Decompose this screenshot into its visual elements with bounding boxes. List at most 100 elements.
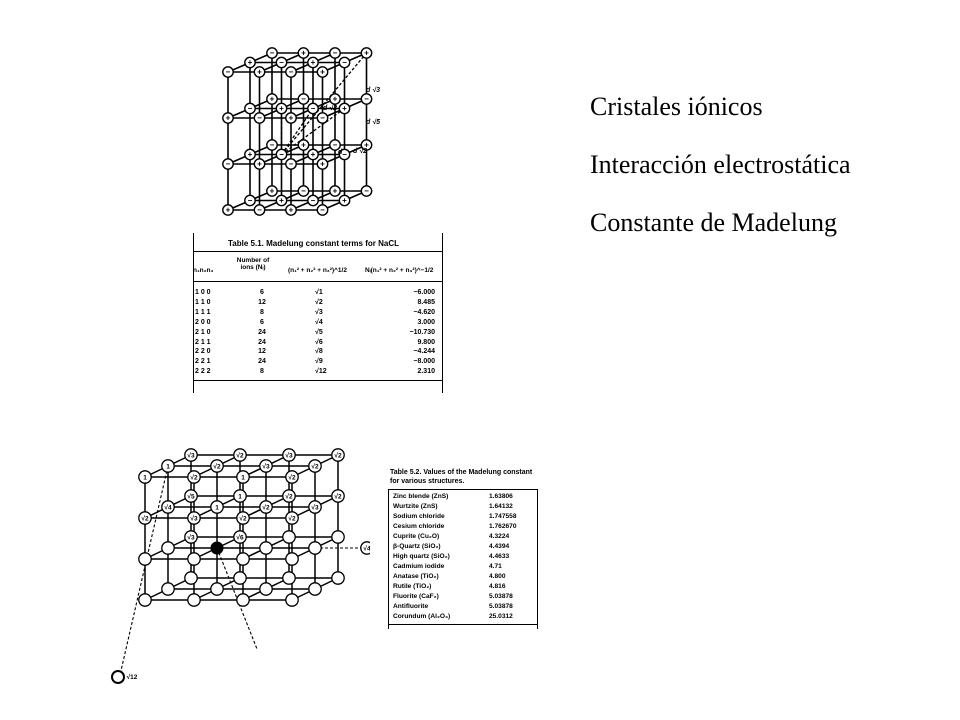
svg-text:+: + xyxy=(248,58,253,67)
ion-node: − xyxy=(297,93,310,105)
ion-node: + xyxy=(275,194,288,207)
table-cell-ni: 24 xyxy=(258,328,266,336)
ion-node: − xyxy=(285,66,297,78)
distance-label: 1 xyxy=(166,463,170,470)
ion-node: − xyxy=(360,185,373,197)
table-cell-sq: √2 xyxy=(315,298,323,306)
ion-node: − xyxy=(360,93,373,105)
table-cell-sq: √8 xyxy=(315,348,323,356)
svg-text:−: − xyxy=(342,58,347,67)
ion-node: + xyxy=(338,194,351,207)
table-cell-term: 3.000 xyxy=(417,318,435,326)
table-caption: Table 5.1. Madelung constant terms for N… xyxy=(228,239,399,248)
ion-node: + xyxy=(275,102,288,115)
svg-text:+: + xyxy=(320,160,325,169)
corner-node xyxy=(111,670,125,684)
table-cell-n: 1 1 1 xyxy=(195,308,211,316)
table-rule xyxy=(193,380,443,381)
lattice-node xyxy=(184,448,198,462)
ion-node: − xyxy=(307,194,319,207)
lattice-node xyxy=(184,530,198,544)
distance-label: √6 xyxy=(236,533,244,541)
table-row: 2 2 2 8 √12 2.310 xyxy=(193,368,443,377)
structure-name: Rutile (TiO₂) xyxy=(393,583,432,590)
lattice-node xyxy=(285,593,299,607)
ion-node: − xyxy=(222,66,234,78)
distance-label: √2 xyxy=(288,514,296,522)
ion-node: + xyxy=(360,139,373,151)
svg-text:−: − xyxy=(279,58,284,67)
table-border xyxy=(193,233,443,393)
table-cell-term: 2.310 xyxy=(417,368,435,376)
distance-label: 1 xyxy=(238,493,242,500)
structure-name: Sodium chloride xyxy=(393,513,445,520)
ion-node: + xyxy=(266,93,278,105)
table-cell-n: 2 0 0 xyxy=(195,318,211,326)
ion-node: − xyxy=(266,47,278,59)
distance-label: √2 xyxy=(236,451,244,459)
label-d-root5: d √5 xyxy=(366,118,380,126)
table-rule xyxy=(193,251,443,252)
svg-text:−: − xyxy=(333,141,338,150)
lattice-node xyxy=(138,511,152,525)
svg-text:−: − xyxy=(257,206,262,215)
label-d: d xyxy=(338,149,343,156)
header-n: n₁n₂n₃ xyxy=(193,267,214,274)
svg-text:+: + xyxy=(301,141,306,150)
madelung-value: 4.816 xyxy=(489,583,506,590)
distance-label: √2 xyxy=(334,451,342,459)
table-row: Anatase (TiO₂)4.800 xyxy=(389,572,537,582)
table-cell-sq: √12 xyxy=(315,368,327,376)
table-rule xyxy=(389,489,537,490)
distance-label: √3 xyxy=(262,462,270,470)
lattice-node xyxy=(236,511,250,525)
table-cell-ni: 8 xyxy=(260,368,264,376)
svg-text:−: − xyxy=(320,114,325,123)
table-cell-n: 2 2 2 xyxy=(195,368,211,376)
table-row: Zinc blende (ZnS)1.63806 xyxy=(389,492,537,502)
structure-name: High quartz (SiO₂) xyxy=(393,553,450,560)
svg-text:−: − xyxy=(257,114,262,123)
ion-node: + xyxy=(244,148,256,161)
ion-node: + xyxy=(297,139,310,151)
table-rule xyxy=(193,281,443,282)
ion-node: − xyxy=(275,148,288,161)
ion-node: + xyxy=(244,56,256,69)
ion-node: + xyxy=(360,47,373,59)
lattice-node xyxy=(285,470,299,484)
table-cell-term: 9.800 xyxy=(417,338,435,346)
label-d-root2-top: d √2 xyxy=(323,104,337,112)
structure-name: Fluorite (CaF₂) xyxy=(393,593,439,600)
ray-end-node xyxy=(360,541,370,555)
ion-node: + xyxy=(338,102,351,115)
svg-text:−: − xyxy=(270,141,275,150)
madelung-value: 25.0312 xyxy=(489,613,513,620)
bullet-ionic-crystals: Cristales iónicos xyxy=(590,92,763,121)
table-cell-n: 2 2 1 xyxy=(195,358,211,366)
table-cell-n: 2 1 1 xyxy=(195,338,211,346)
ion-node: − xyxy=(316,112,329,124)
lattice-node xyxy=(138,552,152,566)
svg-text:−: − xyxy=(311,196,316,205)
table-row: High quartz (SiO₂)4.4633 xyxy=(389,552,537,562)
svg-text:−: − xyxy=(301,95,306,104)
svg-text:+: + xyxy=(279,104,284,113)
table-cell-sq: √4 xyxy=(315,318,323,326)
ion-node: + xyxy=(316,66,329,78)
ion-node: − xyxy=(297,185,310,197)
svg-text:+: + xyxy=(289,206,294,215)
lattice-node xyxy=(331,571,345,585)
svg-text:+: + xyxy=(301,49,306,58)
madelung-value: 1.64132 xyxy=(489,503,513,510)
ion-node: − xyxy=(253,112,266,124)
lattice-node xyxy=(210,541,224,555)
ion-node: − xyxy=(338,148,351,161)
lattice-node xyxy=(161,582,175,596)
ion-node: − xyxy=(307,102,319,115)
distance-label: √2 xyxy=(141,514,149,522)
